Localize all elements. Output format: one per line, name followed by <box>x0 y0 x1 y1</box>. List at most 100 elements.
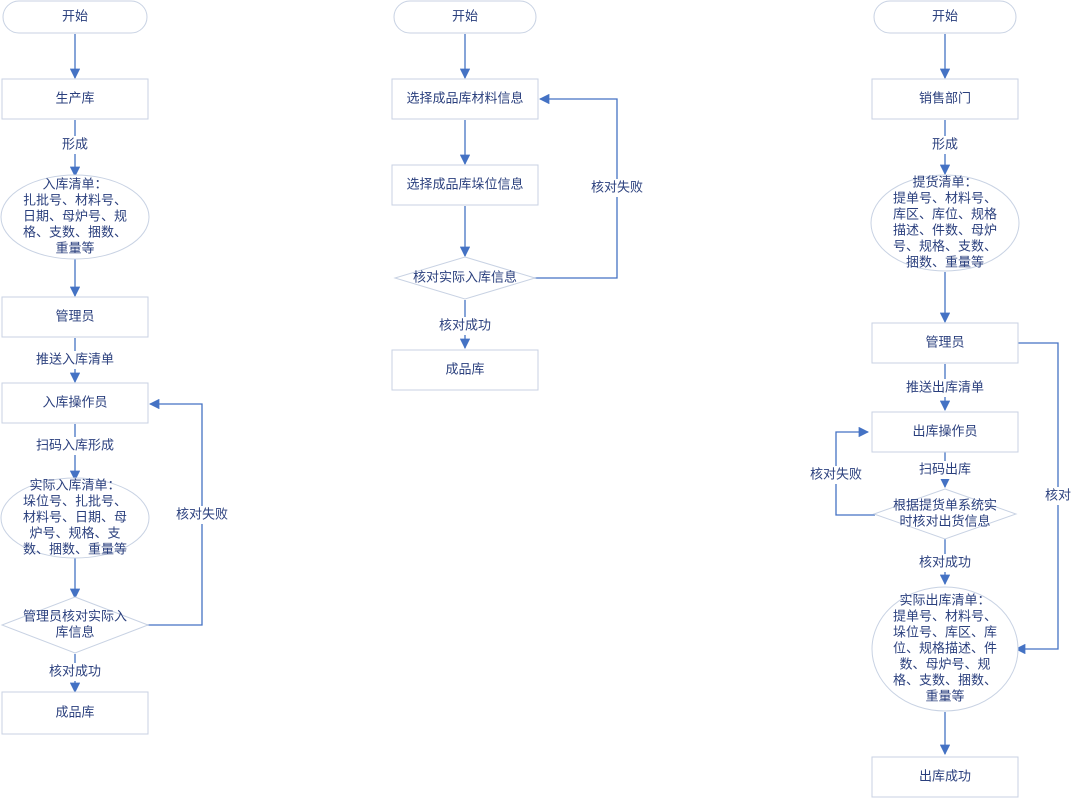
label-form: 形成 <box>59 136 91 154</box>
label-check-fail-text: 核对失败 <box>810 468 862 483</box>
start-terminal-shape <box>393 0 537 34</box>
pick-list-ellipse-text: 描述、件数、母炉 <box>893 224 997 239</box>
verify-inbound-diamond-text: 核对实际入库信息 <box>413 270 517 286</box>
system-check-diamond-text: 时核对出货信息 <box>899 514 990 530</box>
production-warehouse-box: 生产库 <box>1 78 149 120</box>
label-check-success-text: 核对成功 <box>49 665 101 680</box>
actual-outbound-list-ellipse: 实际出库清单：提单号、材料号、垛位号、库区、库位、规格描述、件数、母炉号、规格、… <box>871 586 1019 712</box>
label-scan-outbound: 扫码出库 <box>916 461 974 479</box>
label-scan-inbound: 扫码入库形成 <box>33 437 117 455</box>
select-material-box-text: 选择成品库材料信息 <box>406 91 523 107</box>
admin-check-diamond-shape <box>0 596 150 654</box>
inbound-list-ellipse-text: 扎批号、材料号、 <box>23 194 127 209</box>
sales-department-box-text: 销售部门 <box>919 91 971 107</box>
finished-warehouse-box-shape <box>1 691 149 735</box>
pick-list-ellipse-text: 捆数、重量等 <box>906 255 984 271</box>
admin-check-diamond-text: 管理员核对实际入 <box>23 610 127 625</box>
admin-box-text: 管理员 <box>925 336 964 351</box>
admin-box-shape <box>871 322 1019 364</box>
production-warehouse-box-text: 生产库 <box>55 91 94 107</box>
finished-warehouse-box: 成品库 <box>1 691 149 735</box>
label-form-text: 形成 <box>932 138 958 153</box>
start-terminal: 开始 <box>393 0 537 34</box>
start-terminal: 开始 <box>873 0 1017 34</box>
label-push-outbound-list-text: 推送出库清单 <box>906 380 984 396</box>
label-verify: 核对 <box>1042 487 1074 505</box>
label-check-success: 核对成功 <box>916 554 974 572</box>
finished-warehouse-box-text: 成品库 <box>445 362 484 378</box>
verify-inbound-diamond-shape <box>393 256 537 300</box>
admin-box-text: 管理员 <box>55 310 94 325</box>
production-warehouse-box-shape <box>1 78 149 120</box>
label-check-fail: 核对失败 <box>807 466 865 484</box>
label-check-fail: 核对失败 <box>173 506 231 524</box>
system-check-diamond-text: 根据提货单系统实 <box>893 498 997 514</box>
pick-list-ellipse: 提货清单：提单号、材料号、库区、库位、规格描述、件数、母炉号、规格、支数、捆数、… <box>870 174 1020 272</box>
start-terminal-text: 开始 <box>452 10 478 25</box>
sales-department-box: 销售部门 <box>871 78 1019 120</box>
outbound-operator-box-shape <box>871 411 1019 453</box>
actual-inbound-list-ellipse-shape <box>0 477 150 559</box>
label-form-text: 形成 <box>62 138 88 153</box>
actual-outbound-list-ellipse-text: 实际出库清单： <box>899 593 990 609</box>
actual-outbound-list-ellipse-text: 位、规格描述、件 <box>893 641 997 657</box>
pick-list-ellipse-shape <box>870 174 1020 272</box>
sales-department-box-shape <box>871 78 1019 120</box>
select-location-box: 选择成品库垛位信息 <box>391 164 539 206</box>
outbound-success-box-text: 出库成功 <box>919 769 971 785</box>
inbound-list-ellipse: 入库清单：扎批号、材料号、日期、母炉号、规格、支数、捆数、重量等 <box>0 174 150 260</box>
start-terminal-text: 开始 <box>932 10 958 25</box>
verify-inbound-diamond: 核对实际入库信息 <box>393 256 537 300</box>
inbound-operator-box-text: 入库操作员 <box>42 395 107 411</box>
start-terminal-shape <box>873 0 1017 34</box>
actual-outbound-list-ellipse-text: 垛位号、库区、库 <box>893 625 997 641</box>
label-scan-outbound-text: 扫码出库 <box>919 462 971 478</box>
actual-inbound-list-ellipse: 实际入库清单：垛位号、扎批号、材料号、日期、母炉号、规格、支数、捆数、重量等 <box>0 477 150 559</box>
inbound-list-ellipse-text: 格、支数、捆数、 <box>23 225 127 241</box>
label-push-inbound-list-text: 推送入库清单 <box>36 352 114 368</box>
label-check-fail: 核对失败 <box>588 179 646 197</box>
inbound-operator-box: 入库操作员 <box>1 382 149 424</box>
pick-list-ellipse-text: 库区、库位、规格 <box>893 207 997 223</box>
outbound-success-box: 出库成功 <box>871 756 1019 798</box>
actual-outbound-list-ellipse-text: 格、支数、捆数、 <box>893 673 997 689</box>
label-check-success-text: 核对成功 <box>919 556 971 571</box>
pick-list-ellipse-text: 号、规格、支数、 <box>893 239 997 255</box>
inbound-list-ellipse-shape <box>0 174 150 260</box>
label-check-success-text: 核对成功 <box>439 319 491 334</box>
start-terminal: 开始 <box>2 0 148 34</box>
label-verify-text: 核对 <box>1045 489 1071 504</box>
admin-box-shape <box>1 296 149 338</box>
outbound-operator-box: 出库操作员 <box>871 411 1019 453</box>
actual-outbound-list-ellipse-text: 提单号、材料号、 <box>893 609 997 625</box>
actual-inbound-list-ellipse-text: 垛位号、扎批号、 <box>23 495 127 510</box>
inbound-list-ellipse-text: 入库清单： <box>42 177 107 193</box>
label-push-outbound-list: 推送出库清单 <box>903 379 987 397</box>
nodes: 开始生产库入库清单：扎批号、材料号、日期、母炉号、规格、支数、捆数、重量等管理员… <box>0 0 1020 798</box>
label-check-success: 核对成功 <box>46 663 104 681</box>
actual-inbound-list-ellipse-text: 数、捆数、重量等 <box>23 542 127 558</box>
admin-box: 管理员 <box>871 322 1019 364</box>
inbound-list-ellipse-text: 重量等 <box>55 241 94 257</box>
finished-warehouse-box: 成品库 <box>391 349 539 391</box>
start-terminal-text: 开始 <box>62 10 88 25</box>
actual-outbound-list-ellipse-shape <box>871 586 1019 712</box>
finished-warehouse-box-shape <box>391 349 539 391</box>
outbound-operator-box-text: 出库操作员 <box>912 424 977 440</box>
start-terminal-shape <box>2 0 148 34</box>
inbound-operator-box-shape <box>1 382 149 424</box>
select-material-box: 选择成品库材料信息 <box>391 78 539 120</box>
outbound-success-box-shape <box>871 756 1019 798</box>
select-location-box-shape <box>391 164 539 206</box>
actual-inbound-list-ellipse-text: 炉号、规格、支 <box>29 526 120 542</box>
connector-labels: 形成推送入库清单扫码入库形成核对失败核对成功核对失败核对成功形成推送出库清单扫码… <box>33 136 1074 681</box>
pick-list-ellipse-text: 提单号、材料号、 <box>893 191 997 207</box>
label-scan-inbound-text: 扫码入库形成 <box>36 438 114 454</box>
actual-inbound-list-ellipse-text: 实际入库清单： <box>29 478 120 494</box>
select-location-box-text: 选择成品库垛位信息 <box>406 177 523 193</box>
label-form: 形成 <box>929 136 961 154</box>
pick-list-ellipse-text: 提货清单： <box>912 175 977 191</box>
